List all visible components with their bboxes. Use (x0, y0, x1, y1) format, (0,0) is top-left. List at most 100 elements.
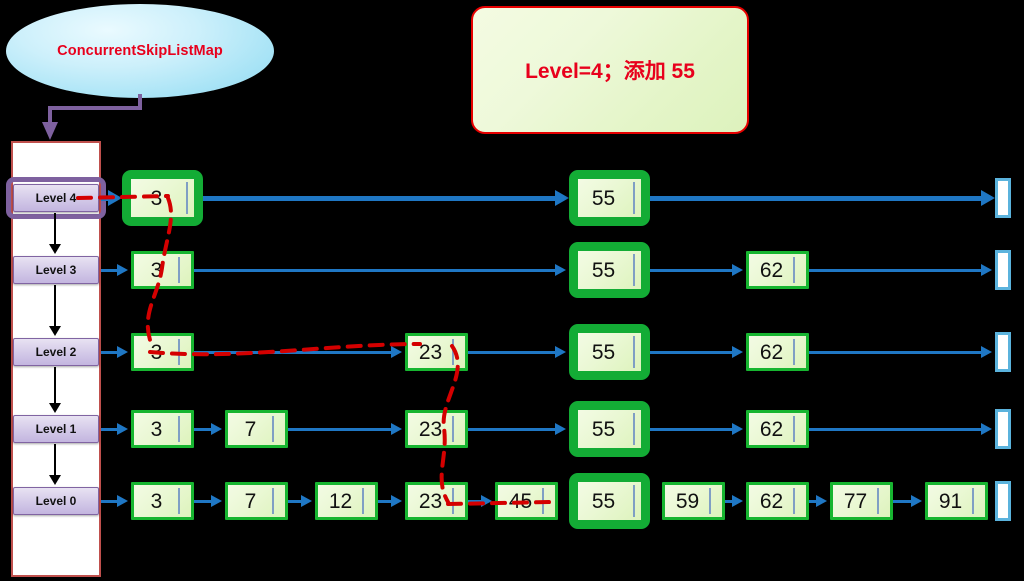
link-forward (893, 494, 922, 507)
link-forward (468, 345, 566, 358)
skiplist-node[interactable]: 55 (569, 242, 650, 298)
skiplist-node[interactable]: 23 (405, 333, 468, 371)
link-forward (725, 494, 743, 507)
node-value: 77 (843, 489, 868, 513)
node-pointer-divider (452, 488, 454, 514)
skiplist-node[interactable]: 62 (746, 333, 809, 371)
node-value: 55 (591, 258, 616, 282)
node-value: 3 (150, 258, 163, 282)
class-name-bubble: ConcurrentSkipListMap (6, 4, 274, 98)
skiplist-node[interactable]: 3 (131, 410, 194, 448)
title-box: Level=4；添加 55 (471, 6, 749, 134)
node-value: 3 (150, 340, 163, 364)
node-pointer-divider (633, 336, 635, 368)
node-value: 7 (244, 417, 257, 441)
skiplist-node[interactable]: 91 (925, 482, 988, 520)
node-pointer-divider (362, 488, 364, 514)
node-value: 55 (591, 186, 616, 210)
level-down-arrow (49, 285, 61, 336)
link-level-to-node (101, 263, 128, 276)
link-forward (809, 263, 992, 276)
node-pointer-divider (452, 339, 454, 365)
node-value: 59 (675, 489, 700, 513)
skiplist-node[interactable]: 23 (405, 482, 468, 520)
node-pointer-divider (272, 416, 274, 442)
skiplist-node[interactable]: 55 (569, 170, 650, 226)
link-forward (650, 345, 743, 358)
level-down-arrow (49, 213, 61, 254)
node-pointer-divider (178, 488, 180, 514)
link-forward (650, 189, 995, 206)
node-pointer-divider (178, 339, 180, 365)
node-pointer-divider (793, 416, 795, 442)
node-value: 91 (938, 489, 963, 513)
skiplist-node[interactable]: 55 (569, 473, 650, 529)
link-forward (809, 345, 992, 358)
tail-null-node (995, 250, 1011, 290)
skiplist-node[interactable]: 59 (662, 482, 725, 520)
level-cell-level-4[interactable]: Level 4 (13, 184, 99, 212)
skiplist-node[interactable]: 45 (495, 482, 558, 520)
level-label: Level 2 (35, 345, 77, 359)
skiplist-node[interactable]: 62 (746, 410, 809, 448)
node-pointer-divider (178, 257, 180, 283)
skiplist-node[interactable]: 55 (569, 324, 650, 380)
link-level-to-node (101, 189, 122, 206)
node-value: 3 (150, 417, 163, 441)
skiplist-node[interactable]: 12 (315, 482, 378, 520)
link-forward (650, 422, 743, 435)
skiplist-node[interactable]: 62 (746, 251, 809, 289)
class-name-label: ConcurrentSkipListMap (57, 43, 223, 59)
level-cell-level-0[interactable]: Level 0 (13, 487, 99, 515)
node-pointer-divider (542, 488, 544, 514)
level-label: Level 4 (35, 191, 77, 205)
node-value: 55 (591, 340, 616, 364)
link-forward (468, 422, 566, 435)
level-cell-level-1[interactable]: Level 1 (13, 415, 99, 443)
link-forward (650, 263, 743, 276)
title-text: Level=4；添加 55 (525, 60, 695, 83)
tail-null-node (995, 409, 1011, 449)
link-level-to-node (101, 494, 128, 507)
link-forward (288, 494, 312, 507)
skiplist-node[interactable]: 55 (569, 401, 650, 457)
skiplist-node[interactable]: 3 (131, 482, 194, 520)
node-pointer-divider (793, 257, 795, 283)
level-down-arrow (49, 444, 61, 485)
node-pointer-divider (452, 416, 454, 442)
node-value: 55 (591, 417, 616, 441)
level-label: Level 0 (35, 494, 77, 508)
skiplist-node[interactable]: 23 (405, 410, 468, 448)
link-forward (194, 494, 222, 507)
node-value: 62 (759, 258, 784, 282)
tail-null-node (995, 332, 1011, 372)
skiplist-node[interactable]: 7 (225, 410, 288, 448)
link-forward (194, 263, 566, 276)
level-down-arrow (49, 367, 61, 413)
tail-null-node (995, 481, 1011, 521)
skiplist-node[interactable]: 7 (225, 482, 288, 520)
level-cell-level-3[interactable]: Level 3 (13, 256, 99, 284)
node-pointer-divider (178, 416, 180, 442)
node-pointer-divider (633, 254, 635, 286)
skiplist-node[interactable]: 3 (122, 170, 203, 226)
node-pointer-divider (633, 182, 635, 214)
link-forward (809, 494, 827, 507)
node-pointer-divider (272, 488, 274, 514)
node-value: 62 (759, 417, 784, 441)
node-value: 62 (759, 489, 784, 513)
skiplist-node[interactable]: 77 (830, 482, 893, 520)
node-value: 23 (418, 417, 443, 441)
link-forward (288, 422, 402, 435)
skiplist-node[interactable]: 62 (746, 482, 809, 520)
skiplist-node[interactable]: 3 (131, 251, 194, 289)
level-cell-level-2[interactable]: Level 2 (13, 338, 99, 366)
link-forward (468, 494, 492, 507)
node-value: 23 (418, 489, 443, 513)
link-forward (203, 189, 569, 206)
node-value: 62 (759, 340, 784, 364)
node-pointer-divider (877, 488, 879, 514)
node-value: 23 (418, 340, 443, 364)
skiplist-node[interactable]: 3 (131, 333, 194, 371)
